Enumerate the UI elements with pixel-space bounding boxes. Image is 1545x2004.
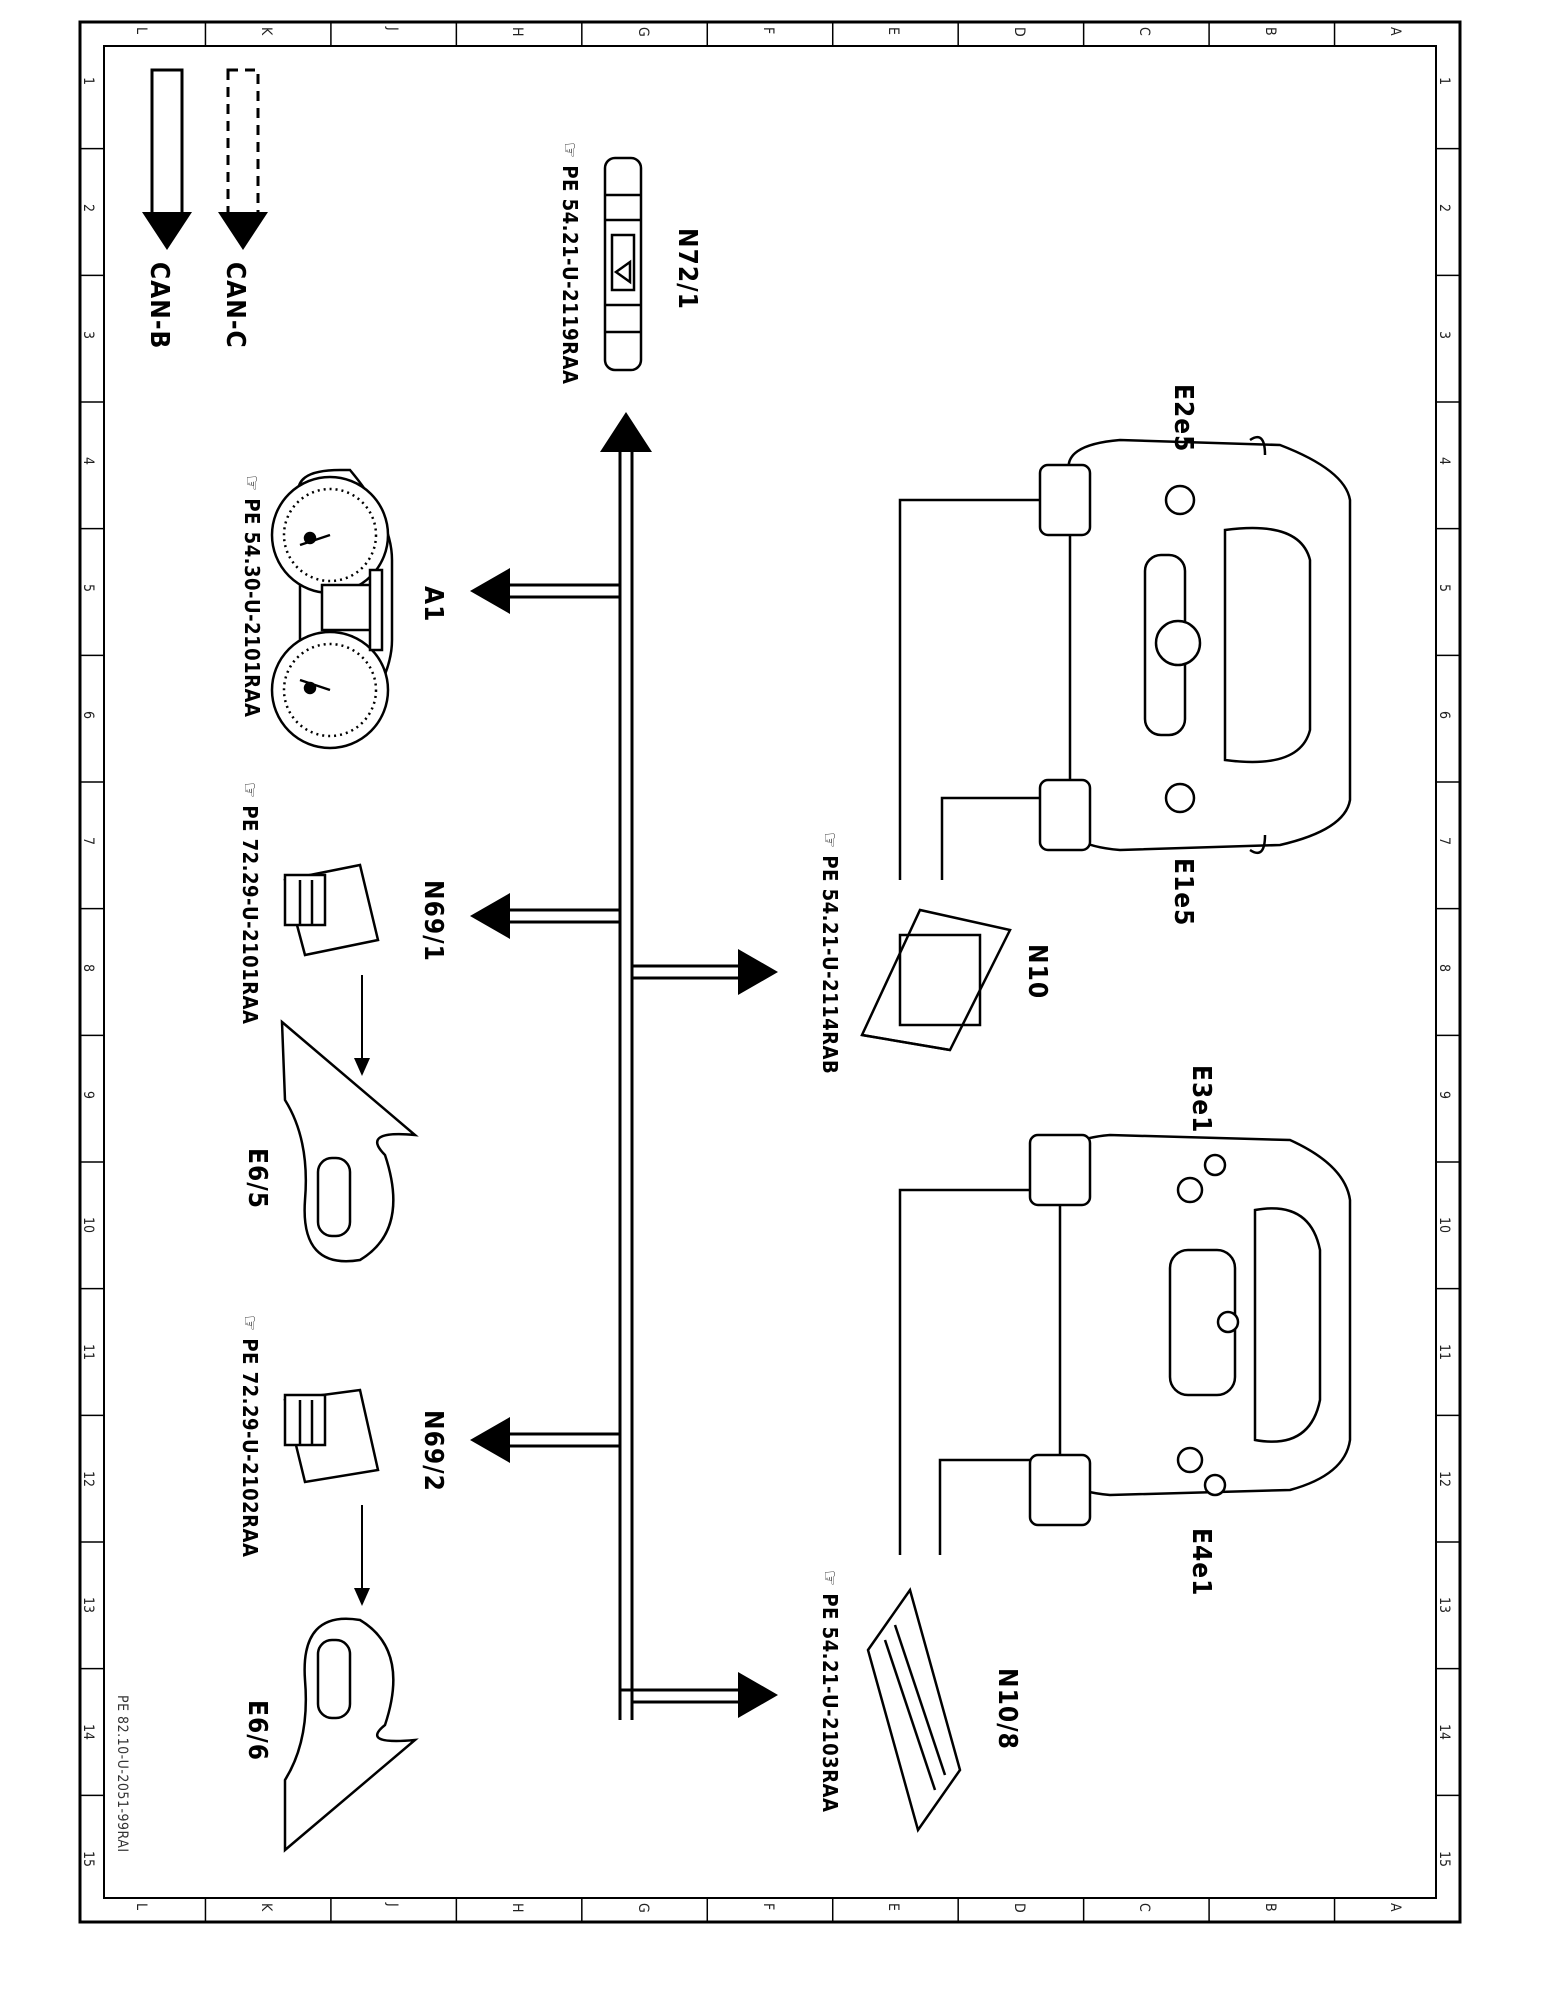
n72-1-ref: ☞ PE 54.21-U-2119RAA xyxy=(558,142,582,385)
grid-column-label: G xyxy=(634,1903,651,1913)
n69-1-ref-text: PE 72.29-U-2101RAA xyxy=(238,805,262,1025)
grid-column-label: F xyxy=(760,27,776,35)
n69-2-ref: ☞ PE 72.29-U-2102RAA xyxy=(238,1315,262,1558)
grid-row-label: 8 xyxy=(80,964,96,973)
n10-ref-text: PE 54.21-U-2114RAB xyxy=(818,855,842,1075)
grid-column-label: A xyxy=(1387,27,1404,36)
grid-column-label: E xyxy=(885,27,902,35)
door-module-n69-1 xyxy=(283,863,380,957)
grid-column-label: K xyxy=(258,27,275,36)
grid-row-label: 14 xyxy=(1436,1724,1452,1741)
grid-row-label: 13 xyxy=(80,1597,96,1614)
document-id: PE 82.10-U-2051-99RAI xyxy=(114,1695,130,1853)
grid-row-label: 15 xyxy=(80,1850,96,1867)
can-b-label: CAN-B xyxy=(144,262,174,350)
grid-column-label: H xyxy=(509,27,526,37)
e2e5-code: E2e5 xyxy=(1168,384,1198,453)
sam-module-n10-8 xyxy=(866,1587,962,1833)
grid-row-label: 4 xyxy=(80,457,96,466)
a1-code: A1 xyxy=(418,586,448,623)
n10-8-ref: ☞ PE 54.21-U-2103RAA xyxy=(818,1570,842,1813)
grid-column-label: E xyxy=(885,1903,902,1911)
outer-frame xyxy=(78,20,1462,1924)
n10-ref: ☞ PE 54.21-U-2114RAB xyxy=(818,832,842,1075)
grid-row-label: 6 xyxy=(80,710,96,719)
grid-row-label: 15 xyxy=(1436,1850,1452,1867)
grid-column-label: C xyxy=(1136,1903,1153,1912)
e4e1-code: E4e1 xyxy=(1186,1528,1216,1597)
n10-8-ref-text: PE 54.21-U-2103RAA xyxy=(818,1593,842,1813)
grid-row-label: 3 xyxy=(1436,330,1452,339)
grid-row-label: 12 xyxy=(1436,1470,1452,1487)
grid-row-label: 13 xyxy=(1436,1597,1452,1614)
grid-row-label: 8 xyxy=(1436,964,1452,973)
grid-column-label: L xyxy=(132,27,149,35)
instrument-cluster-a1 xyxy=(270,468,394,750)
mirror-e6-5 xyxy=(280,1019,419,1263)
grid-column-label: G xyxy=(634,27,651,37)
e1e5-code: E1e5 xyxy=(1168,858,1198,927)
grid-row-label: 10 xyxy=(1436,1217,1452,1234)
can-c-legend-arrow xyxy=(218,68,268,250)
hazard-switch-n72-1 xyxy=(603,156,643,372)
grid-column-label: D xyxy=(1010,1903,1027,1913)
grid-row-label: 6 xyxy=(1436,710,1452,719)
grid-row-label: 7 xyxy=(1436,837,1452,846)
grid-column-label: J xyxy=(383,27,400,31)
grid-row-label: 7 xyxy=(80,837,96,846)
n10-8-code: N10/8 xyxy=(992,1668,1022,1750)
car-rear-view xyxy=(1028,1133,1352,1527)
can-bus-lines xyxy=(470,412,778,1720)
grid-row-label: 11 xyxy=(1436,1344,1452,1361)
e6-5-code: E6/5 xyxy=(242,1148,272,1210)
can-b-legend-arrow xyxy=(142,68,192,250)
can-c-label: CAN-C xyxy=(220,262,250,349)
mirror-e6-6 xyxy=(283,1617,419,1853)
grid-row-label: 1 xyxy=(80,77,96,86)
grid-row-label: 2 xyxy=(80,204,96,213)
n72-1-code: N72/1 xyxy=(672,228,702,310)
grid-column-label: H xyxy=(509,1903,526,1913)
a1-ref: ☞ PE 54.30-U-2101RAA xyxy=(240,475,264,718)
grid-column-label: J xyxy=(383,1903,400,1907)
n69-1-code: N69/1 xyxy=(418,880,448,962)
grid-column-label: A xyxy=(1387,1903,1404,1912)
a1-ref-text: PE 54.30-U-2101RAA xyxy=(240,498,264,718)
grid-row-label: 3 xyxy=(80,330,96,339)
e3e1-code: E3e1 xyxy=(1186,1065,1216,1134)
grid-row-label: 10 xyxy=(80,1217,96,1234)
grid-ticks xyxy=(80,22,1460,1922)
grid-row-label: 5 xyxy=(80,584,96,593)
grid-column-label: L xyxy=(132,1903,149,1911)
grid-row-label: 2 xyxy=(1436,204,1452,213)
grid-row-label: 1 xyxy=(1436,77,1452,86)
n72-1-ref-text: PE 54.21-U-2119RAA xyxy=(558,165,582,385)
n69-2-code: N69/2 xyxy=(418,1410,448,1492)
grid-column-label: K xyxy=(258,1903,275,1912)
grid-column-label: C xyxy=(1136,27,1153,36)
grid-row-label: 9 xyxy=(80,1090,96,1099)
n10-code: N10 xyxy=(1022,944,1052,1000)
car-front-view xyxy=(1038,435,1352,855)
e6-6-code: E6/6 xyxy=(242,1700,272,1762)
sam-module-n10 xyxy=(860,908,1012,1052)
grid-row-label: 9 xyxy=(1436,1090,1452,1099)
n69-2-ref-text: PE 72.29-U-2102RAA xyxy=(238,1338,262,1558)
grid-row-label: 4 xyxy=(1436,457,1452,466)
grid-column-label: F xyxy=(760,1903,776,1911)
grid-row-label: 11 xyxy=(80,1344,96,1361)
door-module-n69-2 xyxy=(283,1388,380,1484)
grid-row-label: 12 xyxy=(80,1470,96,1487)
n69-1-ref: ☞ PE 72.29-U-2101RAA xyxy=(238,782,262,1025)
grid-column-label: B xyxy=(1261,27,1278,36)
inner-frame xyxy=(103,45,1437,1899)
grid-row-label: 14 xyxy=(80,1724,96,1741)
grid-row-label: 5 xyxy=(1436,584,1452,593)
grid-column-label: B xyxy=(1261,1903,1278,1912)
grid-column-label: D xyxy=(1010,27,1027,37)
